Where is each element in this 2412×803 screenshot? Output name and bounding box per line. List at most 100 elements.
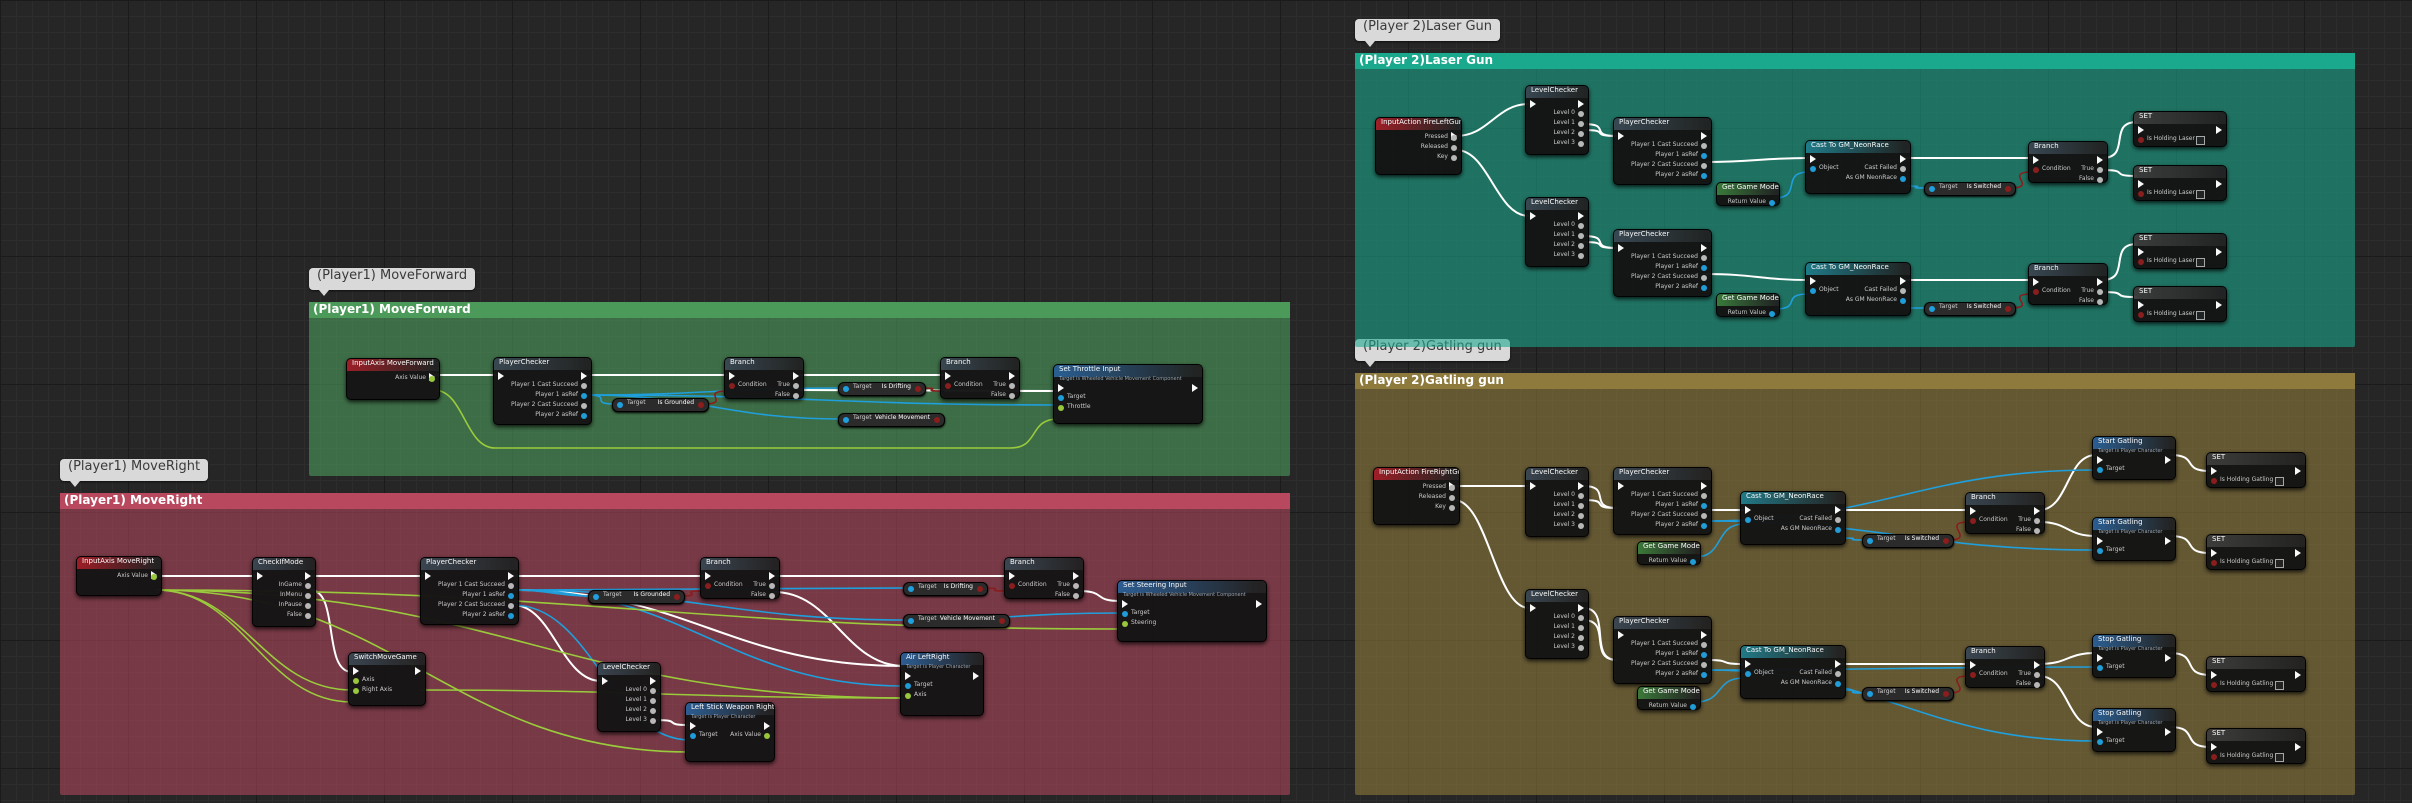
data-pin-icon[interactable] <box>1578 253 1584 259</box>
exec-in-pin-icon[interactable] <box>257 572 263 580</box>
data-pin-icon[interactable] <box>2138 259 2144 265</box>
data-pin-icon[interactable] <box>1701 652 1707 658</box>
data-pin-icon[interactable] <box>2097 167 2103 173</box>
data-pin-icon[interactable] <box>1835 517 1841 523</box>
data-pin-icon[interactable] <box>2138 312 2144 318</box>
object-pin-icon[interactable] <box>843 386 849 392</box>
comment-title[interactable]: (Player1) MoveRight <box>60 493 1290 509</box>
node-title[interactable]: Cast To GM_NeonRace <box>1741 646 1845 658</box>
exec-in-pin-icon[interactable] <box>705 572 711 580</box>
exec-out-pin-icon[interactable] <box>2295 671 2301 679</box>
data-pin-icon[interactable] <box>1578 513 1584 519</box>
data-pin-icon[interactable] <box>2097 739 2103 745</box>
node-title[interactable]: Cast To GM_NeonRace <box>1741 492 1845 504</box>
data-pin-icon[interactable] <box>1058 395 1064 401</box>
data-pin-icon[interactable] <box>1835 527 1841 533</box>
data-pin-icon[interactable] <box>1578 635 1584 641</box>
data-pin-icon[interactable] <box>690 733 696 739</box>
node-title[interactable]: Cast To GM_NeonRace <box>1806 263 1910 275</box>
data-pin-icon[interactable] <box>905 693 911 699</box>
data-pin-icon[interactable] <box>1701 255 1707 261</box>
exec-in-pin-icon[interactable] <box>1810 155 1816 163</box>
data-pin-icon[interactable] <box>1835 681 1841 687</box>
exec-in-pin-icon[interactable] <box>2097 537 2103 545</box>
exec-out-pin-icon[interactable] <box>1900 155 1906 163</box>
exec-out-pin-icon[interactable] <box>581 372 587 380</box>
exec-out-pin-icon[interactable] <box>1009 372 1015 380</box>
exec-out-pin-icon[interactable] <box>1900 277 1906 285</box>
exec-out-pin-icon[interactable] <box>1578 100 1584 108</box>
node-title[interactable]: SET <box>2134 112 2226 124</box>
exec-in-pin-icon[interactable] <box>1618 244 1624 252</box>
data-pin-icon[interactable] <box>1701 642 1707 648</box>
data-pin-icon[interactable] <box>1701 672 1707 678</box>
data-pin-icon[interactable] <box>1073 583 1079 589</box>
exec-in-pin-icon[interactable] <box>1618 482 1624 490</box>
object-pin-icon[interactable] <box>1867 691 1873 697</box>
object-pin-icon[interactable] <box>1929 306 1935 312</box>
exec-in-pin-icon[interactable] <box>690 722 696 730</box>
data-pin-icon[interactable] <box>1009 393 1015 399</box>
data-pin-icon[interactable] <box>581 413 587 419</box>
exec-in-pin-icon[interactable] <box>498 372 504 380</box>
data-pin-icon[interactable] <box>2211 478 2217 484</box>
exec-out-pin-icon[interactable] <box>2034 661 2040 669</box>
exec-out-pin-icon[interactable] <box>2216 301 2222 309</box>
bool-pin-icon[interactable] <box>2005 306 2011 312</box>
comment-title[interactable]: (Player 2)Gatling gun <box>1355 373 2355 389</box>
data-pin-icon[interactable] <box>1578 615 1584 621</box>
object-pin-icon[interactable] <box>593 594 599 600</box>
data-pin-icon[interactable] <box>1701 143 1707 149</box>
exec-in-pin-icon[interactable] <box>425 572 431 580</box>
data-pin-icon[interactable] <box>2033 167 2039 173</box>
object-pin-icon[interactable] <box>843 417 849 423</box>
bool-pin-icon[interactable] <box>999 618 1005 624</box>
data-pin-icon[interactable] <box>305 583 311 589</box>
node-title[interactable]: LevelChecker <box>598 663 660 675</box>
data-pin-icon[interactable] <box>1701 153 1707 159</box>
node-title[interactable]: LevelChecker <box>1526 198 1588 210</box>
data-pin-icon[interactable] <box>1835 671 1841 677</box>
data-pin-icon[interactable] <box>1769 200 1775 206</box>
exec-in-pin-icon[interactable] <box>2097 728 2103 736</box>
exec-in-pin-icon[interactable] <box>2211 671 2217 679</box>
bool-pin-icon[interactable] <box>1943 538 1949 544</box>
node-title[interactable]: SET <box>2134 287 2226 299</box>
bool-pin-icon[interactable] <box>977 586 983 592</box>
data-pin-icon[interactable] <box>1970 518 1976 524</box>
data-pin-icon[interactable] <box>1451 135 1457 141</box>
node-title[interactable]: InputAxis MoveForward <box>347 359 439 371</box>
comment-title[interactable]: (Player1) MoveForward <box>309 302 1290 318</box>
exec-out-pin-icon[interactable] <box>2216 248 2222 256</box>
exec-in-pin-icon[interactable] <box>1530 604 1536 612</box>
exec-in-pin-icon[interactable] <box>2138 126 2144 134</box>
data-pin-icon[interactable] <box>1810 166 1816 172</box>
exec-in-pin-icon[interactable] <box>2097 456 2103 464</box>
data-pin-icon[interactable] <box>429 376 435 382</box>
data-pin-icon[interactable] <box>1701 503 1707 509</box>
comment-bubble-p2-laser[interactable]: (Player 2)Laser Gun <box>1355 19 1501 47</box>
exec-in-pin-icon[interactable] <box>353 667 359 675</box>
data-pin-icon[interactable] <box>1578 233 1584 239</box>
exec-in-pin-icon[interactable] <box>1618 631 1624 639</box>
